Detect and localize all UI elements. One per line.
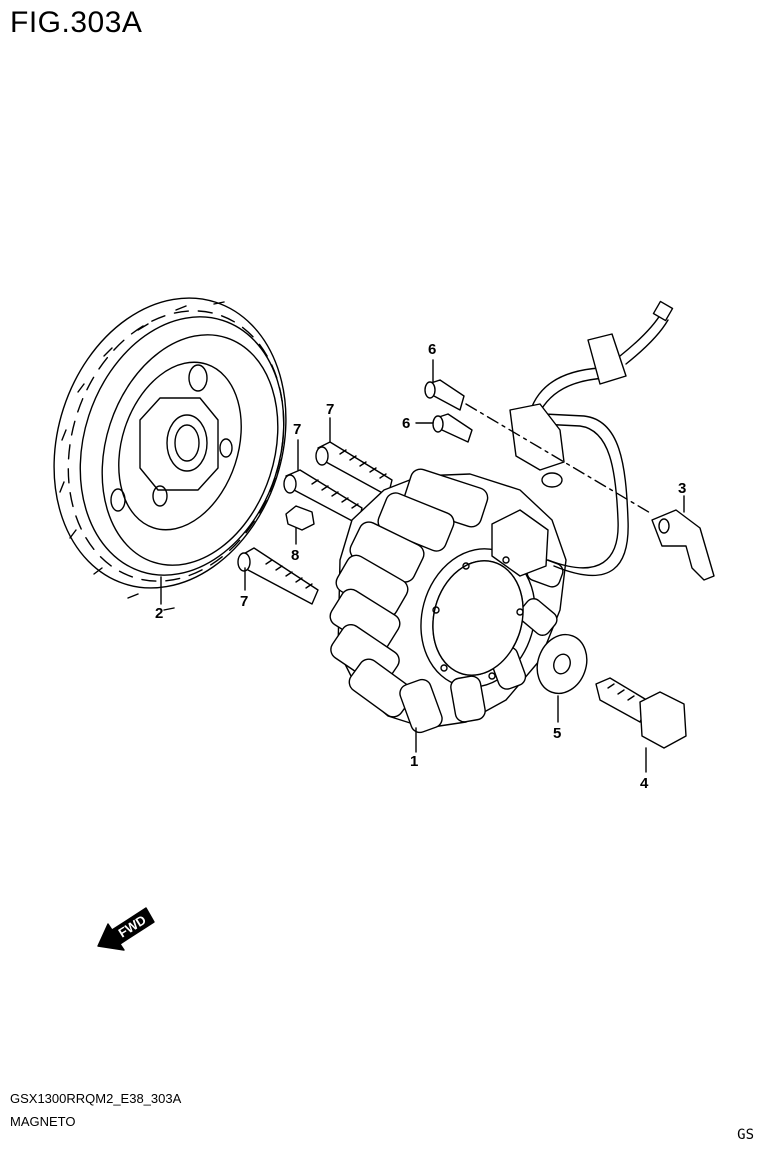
figure-title: FIG.303A <box>10 6 143 39</box>
callout-1: 1 <box>410 753 418 770</box>
callout-3: 3 <box>678 480 686 497</box>
callout-7-middle: 7 <box>293 421 301 438</box>
callout-4: 4 <box>640 775 649 792</box>
key-drawing <box>285 505 315 545</box>
rotor-bolt-drawing <box>595 677 687 773</box>
model-code: GSX1300RRQM2_E38_303A <box>10 1091 182 1106</box>
region-code: GS <box>737 1127 754 1143</box>
callout-5: 5 <box>553 725 561 742</box>
callout-7-upper: 7 <box>326 401 334 418</box>
callout-2: 2 <box>155 605 163 622</box>
clamp-drawing <box>651 495 715 581</box>
stator-drawing <box>329 468 567 753</box>
washer-drawing <box>536 633 588 723</box>
callout-7-lower: 7 <box>240 593 248 610</box>
stator-bolts-drawing <box>237 417 393 605</box>
callout-6-lower: 6 <box>402 415 410 432</box>
fwd-arrow <box>97 907 155 951</box>
callout-8: 8 <box>291 547 299 564</box>
rotor-drawing <box>53 297 287 611</box>
callout-6-upper: 6 <box>428 341 436 358</box>
wiring-harness-drawing <box>509 300 674 577</box>
diagram-name: MAGNETO <box>10 1114 76 1129</box>
screws-drawing <box>415 359 653 515</box>
